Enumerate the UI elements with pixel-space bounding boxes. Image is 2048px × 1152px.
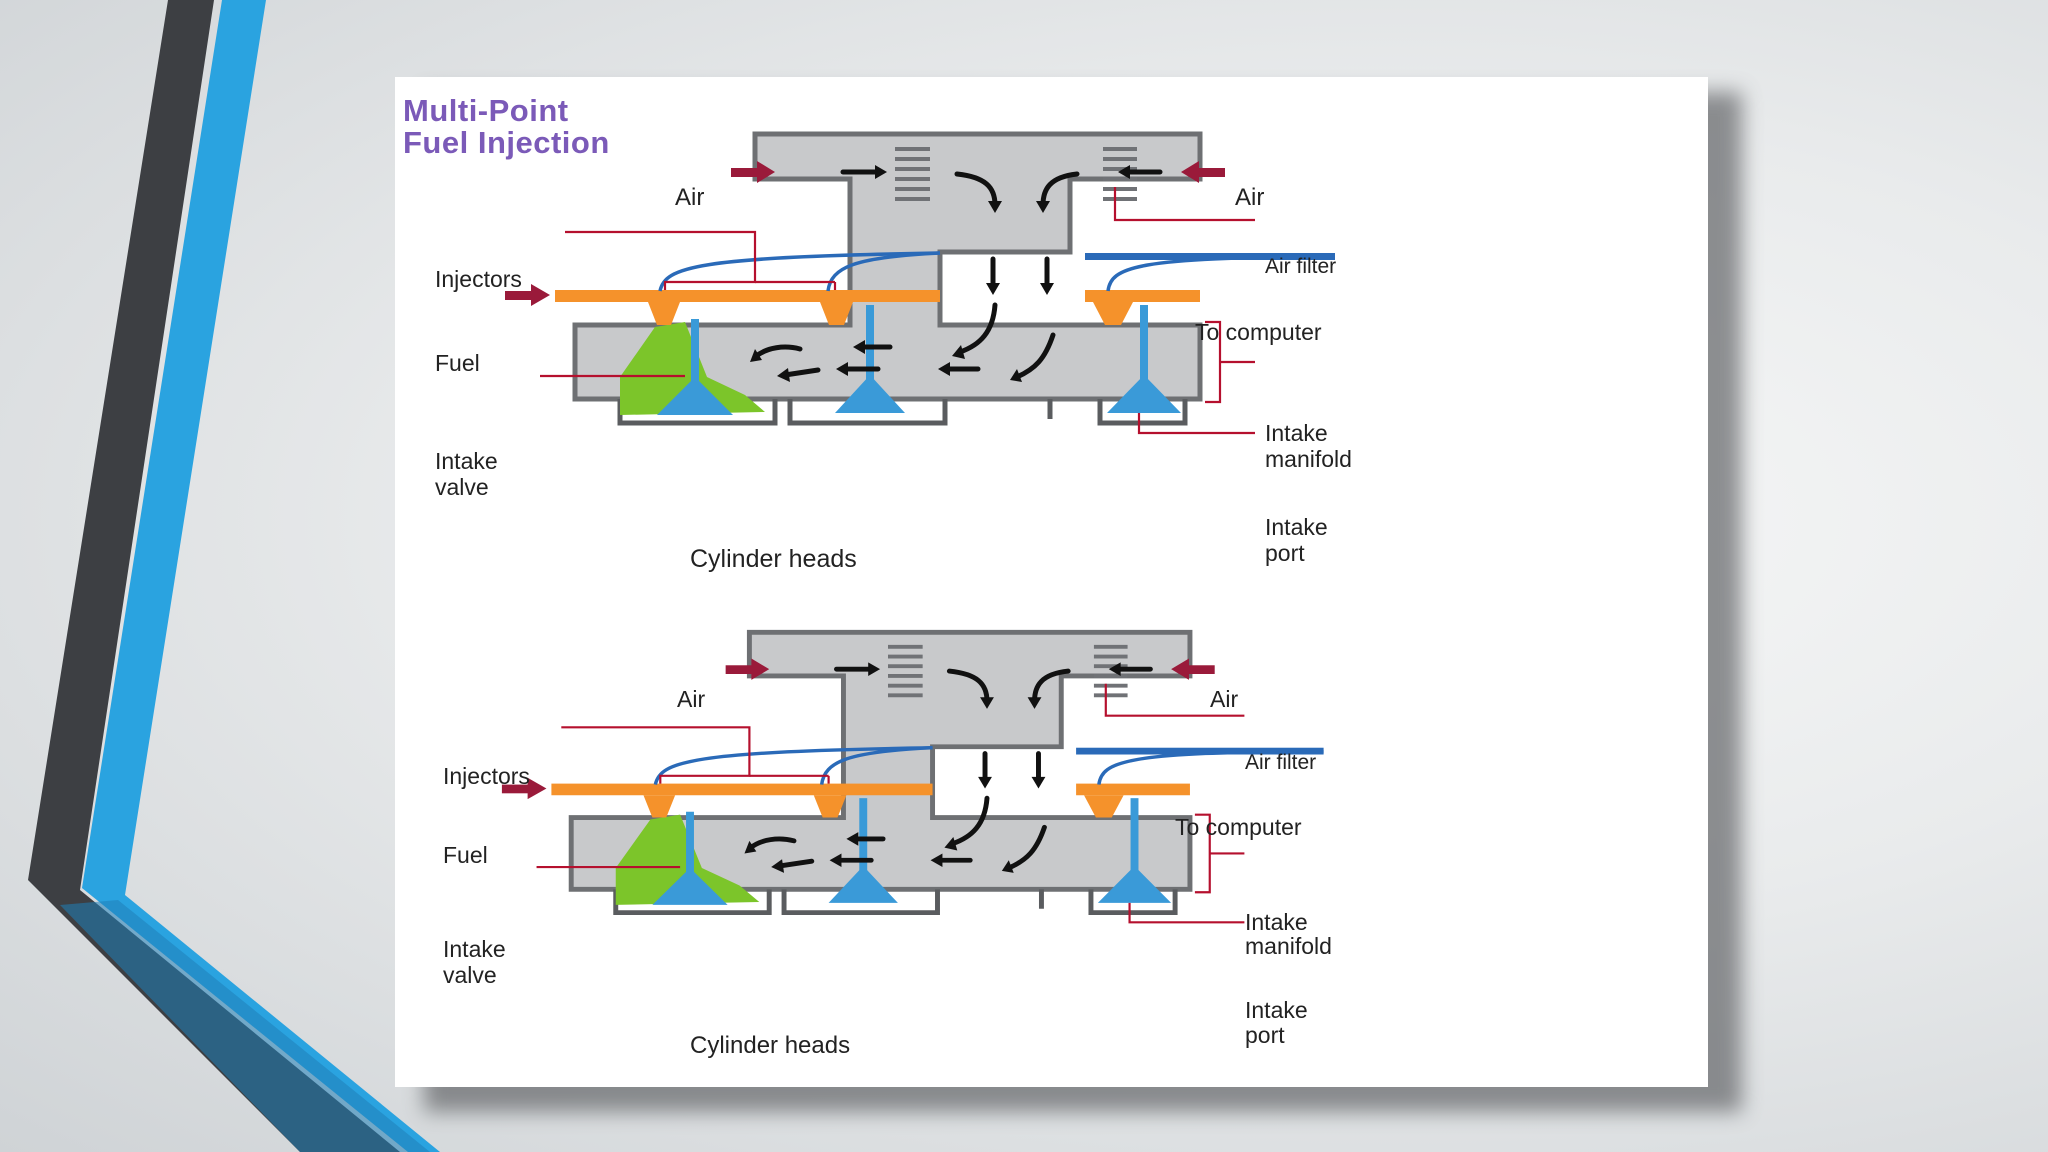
bottom-cutaway: Air Air Injectors Air filter Fuel To com… bbox=[443, 632, 1332, 1059]
bottom-manifold-drawing bbox=[502, 632, 1324, 922]
bottom-intake-port-label-line1: Intake bbox=[1245, 997, 1308, 1023]
blue-chevron-band bbox=[82, 0, 440, 1152]
top-intake-port-label-line2: port bbox=[1265, 540, 1305, 566]
bottom-injectors-label: Injectors bbox=[443, 763, 530, 789]
bottom-air-left-label: Air bbox=[677, 686, 705, 712]
bottom-fuel-label: Fuel bbox=[443, 842, 488, 868]
bottom-intake-manifold-label-line2: manifold bbox=[1245, 933, 1332, 959]
top-intake-manifold-label-line2: manifold bbox=[1265, 446, 1352, 472]
bottom-air-right-label: Air bbox=[1210, 686, 1238, 712]
top-air-filter-label: Air filter bbox=[1265, 255, 1336, 278]
top-air-left-label: Air bbox=[675, 184, 704, 211]
figure-title-line1: Multi-Point bbox=[403, 93, 569, 128]
top-intake-port-label-line1: Intake bbox=[1265, 514, 1328, 540]
top-intake-manifold-label-line1: Intake bbox=[1265, 420, 1328, 446]
bottom-air-filter-label: Air filter bbox=[1245, 751, 1316, 774]
top-cylinder-heads-label: Cylinder heads bbox=[690, 545, 857, 573]
bottom-intake-valve-label-line2: valve bbox=[443, 962, 497, 988]
figure-title-line2: Fuel Injection bbox=[403, 125, 610, 160]
top-intake-valve-label-line2: valve bbox=[435, 474, 489, 500]
bottom-to-computer-label: To computer bbox=[1175, 814, 1302, 840]
top-fuel-label: Fuel bbox=[435, 350, 480, 376]
bottom-intake-port-label-line2: port bbox=[1245, 1022, 1285, 1048]
top-manifold-drawing bbox=[505, 134, 1335, 433]
dark-chevron-band bbox=[28, 0, 400, 1152]
top-air-right-label: Air bbox=[1235, 184, 1264, 211]
fuel-injection-diagram: Air Air Injectors Air filter Fuel To com… bbox=[435, 77, 1352, 1059]
top-to-computer-label: To computer bbox=[1195, 319, 1322, 345]
bottom-intake-manifold-label-line1: Intake bbox=[1245, 909, 1308, 935]
top-injectors-label: Injectors bbox=[435, 266, 522, 292]
top-intake-valve-label-line1: Intake bbox=[435, 448, 498, 474]
top-cutaway: Air Air Injectors Air filter Fuel To com… bbox=[435, 134, 1352, 573]
bottom-cylinder-heads-label: Cylinder heads bbox=[690, 1032, 850, 1059]
blue-bottom-wedge bbox=[60, 900, 430, 1152]
bottom-intake-valve-label-line1: Intake bbox=[443, 936, 506, 962]
fuel-injection-figure: Multi-Point Fuel Injection bbox=[395, 77, 1708, 1087]
